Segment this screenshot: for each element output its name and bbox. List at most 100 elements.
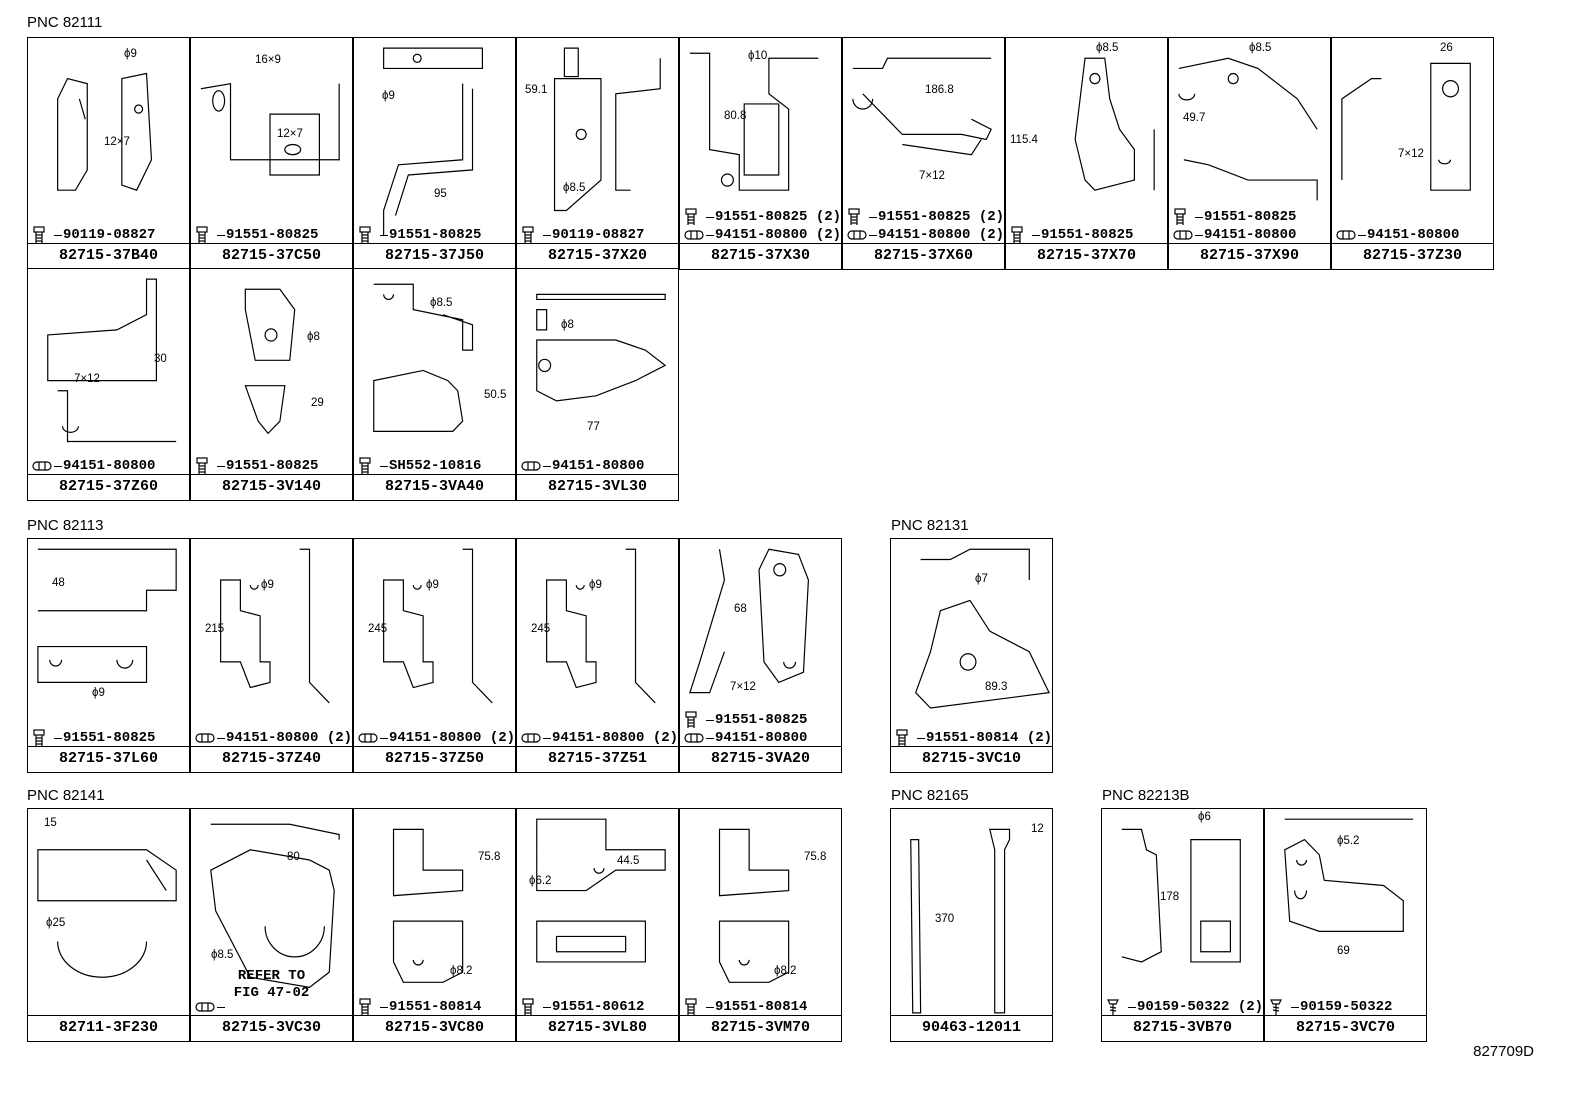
fastener-callout: 94151-80800 (2) (684, 226, 841, 244)
leader-line (380, 234, 388, 236)
fastener-number: 90119-08827 (552, 227, 645, 243)
bracket-outline (37, 849, 177, 978)
screw-icon (1270, 999, 1282, 1015)
part-number[interactable]: 82715-3VA20 (680, 746, 841, 772)
fastener-number: 91551-80814 (389, 999, 482, 1015)
part-number[interactable]: 82715-37X90 (1169, 243, 1330, 269)
bracket-outline (1121, 828, 1241, 963)
part-number[interactable]: 82715-37C50 (191, 243, 352, 269)
dimension-label: 49.7 (1183, 112, 1206, 124)
part-number[interactable]: 82715-37X30 (680, 243, 841, 269)
dimension-label: 89.3 (985, 681, 1008, 693)
bolt-icon (1011, 226, 1023, 243)
part-number[interactable]: 82715-37X70 (1006, 243, 1167, 269)
bracket-outline (553, 47, 661, 212)
part-number[interactable]: 82715-37X60 (843, 243, 1004, 269)
fastener-callout: 91551-80612 (521, 998, 678, 1016)
dimension-label: 26 (1440, 42, 1453, 54)
part-drawing (392, 828, 464, 983)
fastener-callout: 94151-80800 (2) (195, 729, 352, 747)
part-number[interactable]: 82715-3VL30 (517, 474, 678, 500)
part-number[interactable]: 82715-3VC10 (891, 746, 1052, 772)
leader-line (380, 737, 388, 739)
part-number[interactable]: 90463-12011 (891, 1015, 1052, 1041)
part-number[interactable]: 82715-37B40 (28, 243, 189, 269)
fastener-number: 94151-80800 (2) (552, 730, 678, 746)
bolt-icon (896, 729, 908, 746)
part-number[interactable]: 82715-37Z51 (517, 746, 678, 772)
pnc-label: PNC 82165 (891, 787, 969, 804)
part-number[interactable]: 82715-3VL80 (517, 1015, 678, 1041)
fastener-callout: 94151-80800 (2) (358, 729, 515, 747)
dimension-label: 59.1 (525, 84, 548, 96)
dimension-label: 80.8 (724, 110, 747, 122)
fastener-callout: 94151-80800 (2) (521, 729, 678, 747)
fastener-number: SH552-10816 (389, 458, 482, 474)
part-drawing (373, 283, 474, 432)
dimension-label: 69 (1337, 945, 1350, 957)
fastener-callout: 90159-50322 (1269, 998, 1426, 1016)
fastener-number: 91551-80825 (1041, 227, 1134, 243)
part-number[interactable]: 82715-3VB70 (1102, 1015, 1263, 1041)
fastener-number: 91551-80825 (226, 227, 319, 243)
leader-line (706, 216, 714, 218)
fastener-callout: 91551-80825 (358, 226, 515, 244)
leader-line (217, 234, 225, 236)
bracket-outline (536, 293, 667, 402)
part-number[interactable]: 82715-3VC30 (191, 1015, 352, 1041)
bolt-icon (848, 208, 860, 225)
bracket-outline (383, 548, 493, 704)
part-drawing (200, 82, 340, 176)
pnc-label: PNC 82131 (891, 517, 969, 534)
fastener-number: 94151-80800 (2) (389, 730, 515, 746)
part-number[interactable]: 82715-3VC80 (354, 1015, 515, 1041)
bolt-icon (685, 711, 697, 728)
part-number[interactable]: 82715-37X20 (517, 243, 678, 269)
fastener-callout: 90159-50322 (2) (1106, 998, 1263, 1016)
part-number[interactable]: 82715-37J50 (354, 243, 515, 269)
part-number[interactable]: 82715-3VA40 (354, 474, 515, 500)
part-drawing (244, 288, 296, 435)
leader-line (1291, 1006, 1299, 1008)
fastener-callout: 91551-80814 (2) (895, 729, 1052, 747)
bracket-outline (57, 72, 153, 191)
part-number[interactable]: 82715-37L60 (28, 746, 189, 772)
part-number[interactable]: 82715-3VC70 (1265, 1015, 1426, 1041)
fastener-callout: 94151-80800 (521, 457, 678, 475)
part-number[interactable]: 82715-3VM70 (680, 1015, 841, 1041)
refer-note: FIG 47-02 (233, 985, 310, 1001)
dimension-label: 95 (434, 188, 447, 200)
part-number[interactable]: 82715-37Z40 (191, 746, 352, 772)
leader-line (543, 1006, 551, 1008)
part-number[interactable]: 82715-37Z30 (1332, 243, 1493, 269)
part-drawing (536, 818, 666, 963)
part-number[interactable]: 82711-3F230 (28, 1015, 189, 1041)
leader-line (706, 234, 714, 236)
part-number[interactable]: 82715-37Z60 (28, 474, 189, 500)
dimension-label: ϕ8.2 (450, 965, 473, 977)
bracket-outline (536, 818, 666, 963)
fastener-number: 91551-80814 (715, 999, 808, 1015)
fastener-number: 91551-80825 (715, 712, 808, 728)
part-drawing (383, 47, 483, 236)
dimension-label: ϕ8.5 (563, 182, 586, 194)
dimension-label: ϕ8.2 (774, 965, 797, 977)
bolt-icon (196, 457, 208, 474)
part-drawing (37, 849, 177, 978)
part-number[interactable]: 82715-3V140 (191, 474, 352, 500)
pnc-label: PNC 82213B (1102, 787, 1190, 804)
bracket-outline (718, 828, 790, 983)
part-number[interactable]: 82715-37Z50 (354, 746, 515, 772)
leader-line (543, 234, 551, 236)
part-drawing (718, 828, 790, 983)
leader-line (380, 1006, 388, 1008)
